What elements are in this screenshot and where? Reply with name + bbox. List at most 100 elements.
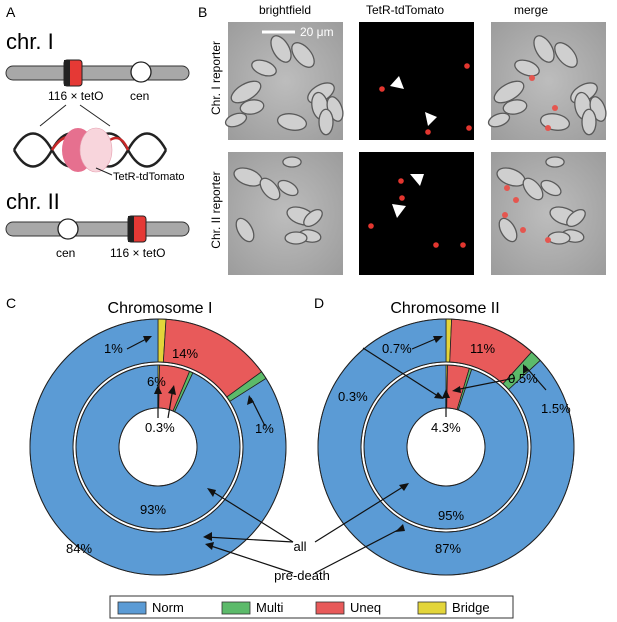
arrowhead-1 xyxy=(390,76,404,89)
legend-box xyxy=(109,595,514,619)
legend-swatch-uneq xyxy=(315,601,345,615)
arrowhead-4 xyxy=(392,204,406,218)
chr1-outer-norm-label: 84% xyxy=(66,541,92,556)
ring-outline-pre-death xyxy=(317,318,575,576)
spot xyxy=(398,178,404,184)
spot xyxy=(466,125,472,131)
yeast-cell xyxy=(487,112,511,128)
legend-swatch-norm xyxy=(117,601,147,615)
legend-label-bridge: Bridge xyxy=(452,600,490,615)
chr2-teto-label: 116 × tetO xyxy=(110,246,165,260)
protein-label: TetR-tdTomato xyxy=(113,171,185,183)
yeast-cell xyxy=(514,59,540,77)
fluorescent-spots xyxy=(368,63,558,248)
yeast-cell xyxy=(259,177,281,201)
row2-label: Chr. II reporter xyxy=(209,171,223,248)
yeast-cell xyxy=(498,217,518,243)
chr2-outer-multi-label: 1.5% xyxy=(541,401,571,416)
chr2-inner-norm-label: 95% xyxy=(438,508,464,523)
legend-label-norm: Norm xyxy=(152,600,184,615)
yeast-cell xyxy=(502,99,528,115)
chr1-percent-labels: 1% 14% 6% 1% 0.3% 93% 84% xyxy=(66,341,274,556)
col-merge: merge xyxy=(514,3,548,17)
legend-swatch-multi xyxy=(221,601,251,615)
yeast-cell xyxy=(251,59,277,77)
chr2-teto-band xyxy=(128,216,134,242)
chr1-outer-multi-label: 1% xyxy=(255,421,274,436)
micro-tetr-chr2 xyxy=(359,152,474,275)
label-all: all xyxy=(293,539,306,554)
chr1-outer-bridge-label: 1% xyxy=(104,341,123,356)
yeast-cell xyxy=(545,156,565,168)
chr1-outer-uneq-label: 14% xyxy=(172,346,198,361)
arrowhead-2 xyxy=(425,112,437,126)
chr1-bar xyxy=(5,65,190,81)
zoom-line-left xyxy=(39,104,67,127)
yeast-cell xyxy=(522,177,544,201)
ring-outline-pre-death xyxy=(29,318,287,576)
row1-label: Chr. I reporter xyxy=(209,41,223,115)
yeast-cell xyxy=(284,231,308,245)
chr2-outer-norm-label: 87% xyxy=(435,541,461,556)
spot xyxy=(399,195,405,201)
donut-chromosome-2 xyxy=(317,318,575,576)
merge-spot xyxy=(552,105,558,111)
yeast-cell xyxy=(540,179,562,197)
ring-inner-outline-pre-death xyxy=(360,361,532,533)
chart2-title: Chromosome II xyxy=(390,300,499,317)
merge-spot xyxy=(502,212,508,218)
tetr-protein-right xyxy=(79,127,113,173)
panel-c-letter: C xyxy=(6,295,16,311)
arrowhead-3 xyxy=(410,174,424,186)
ring-outline-all xyxy=(75,364,241,530)
ring-inner-outline-pre-death xyxy=(72,361,244,533)
merge-spot xyxy=(504,185,510,191)
yeast-cell xyxy=(533,35,555,63)
ring-outline-all xyxy=(363,364,529,530)
merge-spot xyxy=(545,125,551,131)
spot xyxy=(464,63,470,69)
panel-b-letter: B xyxy=(198,4,207,20)
chr2-outer-bridge-label: 0.7% xyxy=(382,341,412,356)
yeast-cell xyxy=(566,208,586,228)
spot xyxy=(425,129,431,135)
donut-hole xyxy=(408,409,484,485)
merge-spot xyxy=(520,227,526,233)
spot xyxy=(433,242,439,248)
yeast-cell xyxy=(291,42,315,68)
legend-label-multi: Multi xyxy=(256,600,284,615)
chr1-cen-label: cen xyxy=(130,89,149,103)
yeast-cell xyxy=(318,108,334,136)
panel-d-letter: D xyxy=(314,295,324,311)
legend-swatch-bridge xyxy=(417,601,447,615)
micro-tetr-chr1 xyxy=(359,22,474,140)
chr1-teto-band xyxy=(64,60,70,86)
col-brightfield: brightfield xyxy=(259,3,311,17)
merge-spot xyxy=(513,197,519,203)
chr2-outer-uneq-label: 11% xyxy=(470,341,495,356)
chr2-inner-uneq-label: 4.3% xyxy=(431,420,461,435)
donut-hole xyxy=(120,409,196,485)
arrow-heads xyxy=(143,336,529,550)
yeast-cell xyxy=(554,42,578,68)
chr2-title: chr. II xyxy=(6,189,60,214)
yeast-cell xyxy=(282,156,302,168)
donut-chromosome-1 xyxy=(29,318,287,576)
chr2-percent-labels: 0.7% 11% 0.3% 0.5% 1.5% 4.3% 95% 87% xyxy=(338,341,571,556)
chr2-inner-bridge-label: 0.3% xyxy=(338,389,368,404)
chr1-inner-uneq-label: 6% xyxy=(147,374,166,389)
protein-pointer xyxy=(95,167,113,176)
yeast-cell xyxy=(277,179,299,197)
chr2-bar xyxy=(5,221,190,237)
chr1-inner-norm-label: 93% xyxy=(140,502,166,517)
spot xyxy=(460,242,466,248)
yeast-cell xyxy=(276,113,308,131)
yeast-cell xyxy=(235,217,255,243)
yeast-cell xyxy=(303,208,323,228)
yeast-cells xyxy=(224,35,607,245)
yeast-cell xyxy=(239,99,265,115)
chr1-title: chr. I xyxy=(6,29,54,54)
merge-spot xyxy=(529,75,535,81)
